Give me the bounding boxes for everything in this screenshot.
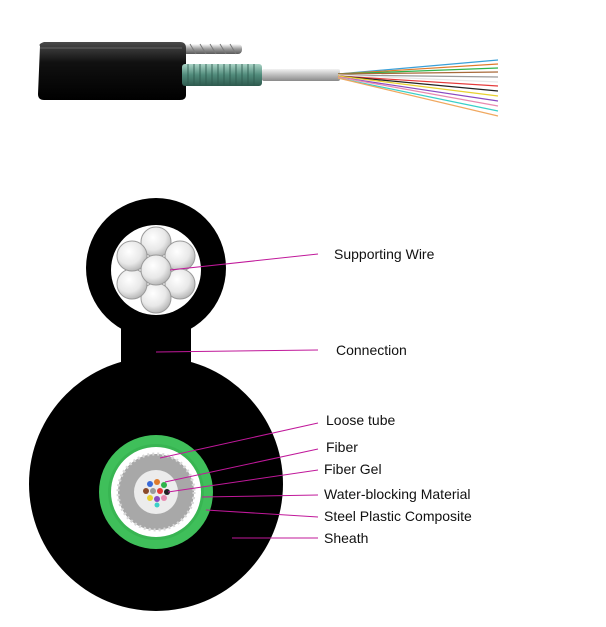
side-fibers <box>338 60 498 116</box>
label-sheath: Sheath <box>324 530 368 546</box>
side-loose-tube <box>262 69 340 81</box>
label-fiber-gel: Fiber Gel <box>324 461 382 477</box>
label-steel-plastic: Steel Plastic Composite <box>324 508 472 524</box>
label-supporting-wire: Supporting Wire <box>334 246 434 262</box>
label-connection: Connection <box>336 342 407 358</box>
label-loose-tube: Loose tube <box>326 412 395 428</box>
label-fiber: Fiber <box>326 439 358 455</box>
cross-section <box>29 198 318 611</box>
cable-side-view <box>38 42 498 116</box>
label-water-blocking: Water-blocking Material <box>324 486 471 502</box>
side-sheath <box>38 42 186 100</box>
